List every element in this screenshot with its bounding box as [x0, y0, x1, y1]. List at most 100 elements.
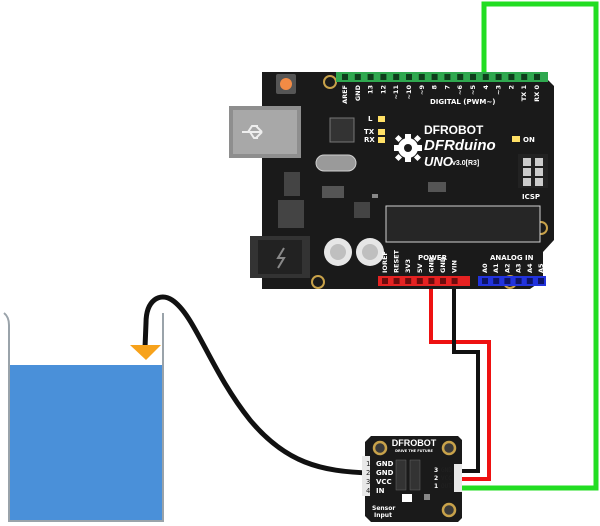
analog-pin-hole [504, 278, 511, 284]
digital-pin-hole [406, 74, 412, 80]
led-label-l: L [368, 115, 373, 123]
sensor-input-pin-number: 3 [366, 478, 370, 486]
digital-pin-label: TX 1 [520, 85, 528, 102]
analog-pin-label: A0 [481, 263, 489, 273]
sensor-mounting-hole [441, 502, 457, 518]
digital-pin-hole [418, 74, 425, 80]
sensor-input-pin-number: 2 [366, 469, 370, 477]
analog-pin-label: A2 [503, 263, 511, 273]
board-brand: DFROBOT [424, 123, 484, 137]
power-led [512, 136, 520, 142]
digital-pin-label: 7 [443, 85, 451, 90]
sensor-input-pin-name: IN [376, 487, 385, 495]
digital-pin-hole [521, 74, 528, 80]
sensor-output-connector [454, 464, 462, 492]
on-label: ON [523, 136, 535, 144]
usb-chip [329, 117, 355, 143]
power-pin-hole [382, 278, 388, 284]
digital-pin-hole [534, 74, 540, 80]
sensor-output-pin-number: 1 [434, 483, 438, 490]
digital-pin-label: 8 [431, 85, 439, 90]
power-pin-label: GND [439, 256, 447, 273]
usb-port [229, 106, 301, 158]
sensor-output-pin-name: GND [441, 467, 452, 474]
analog-pin-hole [538, 278, 544, 284]
digital-pin-hole [495, 74, 502, 80]
power-wire [429, 282, 491, 481]
crystal [315, 154, 357, 172]
digital-pin-hole [380, 74, 387, 80]
power-pin-label: 5V [416, 263, 424, 273]
ground-wire [452, 282, 480, 473]
sensor-input-pin-number: 1 [366, 460, 370, 468]
analog-pin-label: A5 [537, 263, 545, 273]
analog-pin-hole [526, 278, 533, 284]
sensor-input-pin-number: 4 [366, 487, 370, 495]
analog-pin-label: A1 [492, 263, 500, 273]
power-label: POWER [418, 254, 448, 262]
sensor-input-label-2: Input [374, 512, 392, 519]
board-model-name: DFRduino [424, 137, 496, 154]
digital-pin-label: ~11 [392, 85, 400, 100]
digital-pin-label: RX 0 [533, 85, 541, 102]
sensor-mounting-hole [372, 440, 388, 456]
digital-pin-hole [482, 74, 489, 80]
digital-pin-label: ~10 [405, 85, 413, 100]
power-pin-label: 3V3 [404, 259, 412, 273]
digital-pin-label: 12 [379, 85, 387, 94]
sensor-tagline: DRIVE THE FUTURE [395, 449, 433, 453]
beaker [3, 312, 164, 522]
dfrobot-logo-icon [394, 134, 422, 162]
led-label-tx: TX [364, 128, 375, 136]
digital-pin-hole [342, 74, 348, 80]
sensor-output-pin-name: OUT [441, 483, 452, 490]
sensor-input-pin-name: GND [376, 460, 394, 468]
icsp-header [518, 154, 548, 188]
digital-pin-hole [393, 74, 400, 80]
digital-header [336, 72, 548, 82]
microcontroller-chip [385, 205, 541, 243]
analog-header [478, 276, 546, 286]
sensor-output-pin-number: 3 [434, 467, 438, 474]
usb-icon [242, 125, 263, 139]
digital-pin-hole [431, 74, 438, 80]
power-jack [250, 236, 310, 278]
power-pin-hole [428, 278, 435, 284]
sensor-mounting-hole [441, 440, 457, 456]
analog-label: ANALOG IN [490, 254, 534, 262]
digital-pin-label: ~6 [456, 85, 464, 95]
digital-pin-label: AREF [341, 85, 349, 104]
power-pin-label: RESET [393, 249, 401, 273]
digital-pin-hole [470, 74, 476, 80]
power-pin-label: GND [427, 256, 435, 273]
analog-pin-label: A4 [526, 263, 534, 273]
power-pin-hole [416, 278, 423, 284]
digital-pin-label: 2 [507, 85, 515, 90]
sensor-input-connector [362, 456, 370, 496]
board-model-version: UNO [424, 154, 453, 169]
digital-pin-label: ~5 [469, 85, 477, 95]
digital-pin-hole [444, 74, 451, 80]
sensor-output-pin-name: VCC [441, 475, 452, 482]
power-pin-hole [405, 278, 412, 284]
power-header [378, 276, 470, 286]
digital-pin-label: 13 [367, 85, 375, 94]
power-pin-label: IOREF [381, 251, 389, 273]
power-pin-hole [451, 278, 458, 284]
power-pin-label: VIN [451, 260, 459, 273]
board-revision: v3.0[R3] [452, 160, 479, 167]
digital-label: DIGITAL (PWM~) [430, 98, 495, 106]
status-leds: L TX RX [364, 115, 385, 144]
digital-pin-hole [367, 74, 374, 80]
lightning-icon [276, 247, 286, 269]
probe-cable [142, 294, 375, 476]
beaker-water [10, 365, 162, 521]
analog-pin-hole [482, 278, 488, 284]
